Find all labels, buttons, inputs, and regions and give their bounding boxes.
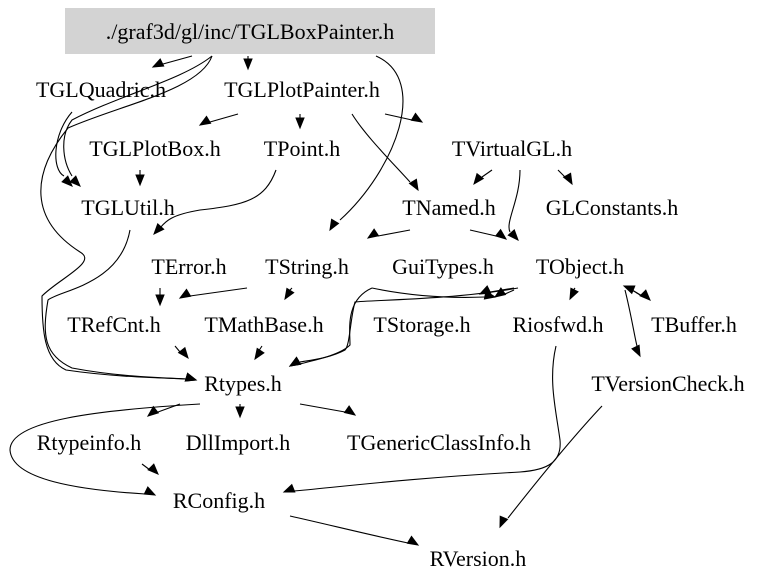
node-tpoint[interactable]: TPoint.h: [264, 136, 340, 161]
edge-trefcnt-to-rtypes: [174, 345, 181, 353]
arrowhead-tobject-to-riosfwd-2: [569, 287, 579, 301]
node-tvirtualgl[interactable]: TVirtualGL.h: [452, 136, 572, 161]
node-tglplotbox[interactable]: TGLPlotBox.h: [89, 136, 220, 161]
edge-tbuffer-to-tobject: [631, 289, 643, 297]
edge-root-to-tglutil: [63, 55, 213, 177]
arrowhead-tversioncheck-to-rversion: [499, 515, 509, 529]
arrowhead-tobject-to-rtypes: [288, 356, 302, 367]
edge-tobject-to-rtypes: [299, 287, 519, 363]
node-tglquadric[interactable]: TGLQuadric.h: [36, 77, 166, 102]
edge-tstring-to-trefcnt: [189, 287, 248, 297]
arrowhead-tvirtualgl-to-tobject: [507, 229, 519, 242]
edge-rconfig-to-rversion: [289, 515, 409, 544]
arrowhead-rtypes-to-tgenericclassinfo: [343, 405, 357, 416]
edge-tversioncheck-to-rversion: [507, 405, 603, 519]
arrowhead-tglplotbox-to-tglutil: [135, 174, 145, 187]
edge-riosfwd-to-rconfig: [293, 345, 561, 492]
arrowhead-root-to-tglplotpainter: [243, 58, 253, 71]
node-terror[interactable]: TError.h: [151, 254, 226, 279]
node-rconfig[interactable]: RConfig.h: [173, 488, 265, 513]
node-rversion[interactable]: RVersion.h: [430, 546, 527, 571]
root-node-box: [65, 8, 435, 54]
arrowhead-rtypes-to-dllimport: [235, 406, 245, 419]
node-glconstants[interactable]: GLConstants.h: [546, 195, 679, 220]
arrowhead-rtypeinfo-to-rconfig: [147, 463, 159, 475]
node-guitypes[interactable]: GuiTypes.h: [392, 254, 494, 279]
edge-rtypes-to-rconfig: [9, 403, 201, 495]
edge-tglplotpainter-to-tnamed: [351, 113, 411, 183]
arrowhead-tobject-to-tbuffer: [639, 289, 651, 301]
arrowhead-tbuffer-to-tobject: [622, 285, 636, 295]
arrowhead-rtypes-to-rconfig: [143, 486, 157, 496]
arrowhead-tmathbase-to-rtypes: [254, 347, 265, 361]
arrowhead-tobject-to-tversioncheck: [631, 344, 641, 358]
edge-rtypes-to-tgenericclassinfo: [299, 403, 346, 413]
node-tversioncheck[interactable]: TVersionCheck.h: [591, 371, 744, 396]
edge-tvirtualgl-to-glconstants: [557, 169, 566, 178]
edge-tglplotpainter-to-tglplotbox: [209, 113, 239, 123]
node-tglutil[interactable]: TGLUtil.h: [81, 195, 175, 220]
node-riosfwd[interactable]: Riosfwd.h: [512, 312, 603, 337]
arrowhead-tvirtualgl-to-glconstants: [562, 172, 573, 186]
node-trefcnt[interactable]: TRefCnt.h: [67, 312, 161, 337]
node-rtypeinfo[interactable]: Rtypeinfo.h: [37, 430, 142, 455]
edge-root-to-tglquadric: [162, 55, 193, 65]
arrowhead-tglplotpainter-to-tglplotbox: [198, 115, 212, 126]
node-tbuffer[interactable]: TBuffer.h: [651, 312, 737, 337]
edge-tglplotpainter-to-tvirtualgl: [384, 113, 413, 121]
edge-tglquadric-to-tglutil: [55, 111, 73, 177]
node-tglplotpainter[interactable]: TGLPlotPainter.h: [224, 77, 380, 102]
arrowhead-tglplotpainter-to-tpoint: [295, 117, 305, 130]
arrowhead-tvirtualgl-to-tnamed: [473, 172, 485, 186]
edge-tnamed-to-tstring: [377, 229, 411, 237]
arrowhead-rtypes-to-rtypeinfo: [146, 405, 160, 417]
arrowhead-tpoint-to-terror: [153, 223, 165, 236]
edge-tnamed-to-tobject: [469, 229, 497, 237]
node-tnamed[interactable]: TNamed.h: [402, 195, 495, 220]
edge-tglutil-to-rtypes: [44, 229, 187, 380]
arrowhead-riosfwd-to-rconfig: [282, 483, 296, 493]
edge-tobject-to-tversioncheck: [624, 289, 639, 351]
node-tgenericclassinfo[interactable]: TGenericClassInfo.h: [347, 430, 531, 455]
node-dllimport[interactable]: DllImport.h: [186, 430, 291, 455]
arrowhead-root-to-tglquadric: [151, 58, 165, 68]
node-tmathbase[interactable]: TMathBase.h: [204, 312, 323, 337]
edge-tvirtualgl-to-tnamed: [481, 169, 493, 178]
edge-tobject-to-riosfwd: [504, 289, 515, 295]
arrowhead-tglplotpainter-to-tvirtualgl: [410, 112, 424, 123]
arrowhead-tglquadric-to-tglutil: [61, 175, 73, 187]
arrowhead-tobject-to-riosfwd: [493, 287, 507, 298]
edge-tstring-to-riosfwd: [371, 287, 486, 298]
arrowhead-root-to-tglutil: [69, 175, 81, 187]
edge-tpoint-to-terror: [159, 169, 277, 229]
arrowhead-tglplotpainter-to-tnamed: [408, 178, 419, 192]
arrowhead-tnamed-to-tstring: [366, 228, 380, 239]
node-tstorage[interactable]: TStorage.h: [373, 312, 470, 337]
node-tobject[interactable]: TObject.h: [536, 254, 624, 279]
arrowhead-tstring-to-tmathbase: [284, 287, 295, 301]
node-tstring[interactable]: TString.h: [265, 254, 349, 279]
edge-root-to-tstring: [339, 55, 404, 221]
node-tglboxpainter[interactable]: ./graf3d/gl/inc/TGLBoxPainter.h: [106, 19, 394, 44]
node-rtypes[interactable]: Rtypes.h: [204, 371, 282, 396]
edge-tvirtualgl-to-tobject: [508, 169, 521, 233]
arrowhead-root-to-tstring: [329, 218, 340, 232]
arrowhead-terror-to-rtypes: [155, 294, 165, 307]
arrowhead-tstring-to-trefcnt: [178, 288, 192, 299]
arrowhead-rconfig-to-rversion: [406, 535, 420, 546]
arrowhead-tobject-to-tstorage: [478, 285, 492, 295]
arrowhead-tglutil-to-rtypes: [184, 372, 198, 382]
edge-tobject-to-tstorage: [489, 287, 515, 293]
arrowhead-tnamed-to-tobject: [494, 228, 508, 240]
edge-root-to-rtypes: [40, 55, 213, 380]
arrowhead-trefcnt-to-rtypes: [177, 346, 189, 360]
